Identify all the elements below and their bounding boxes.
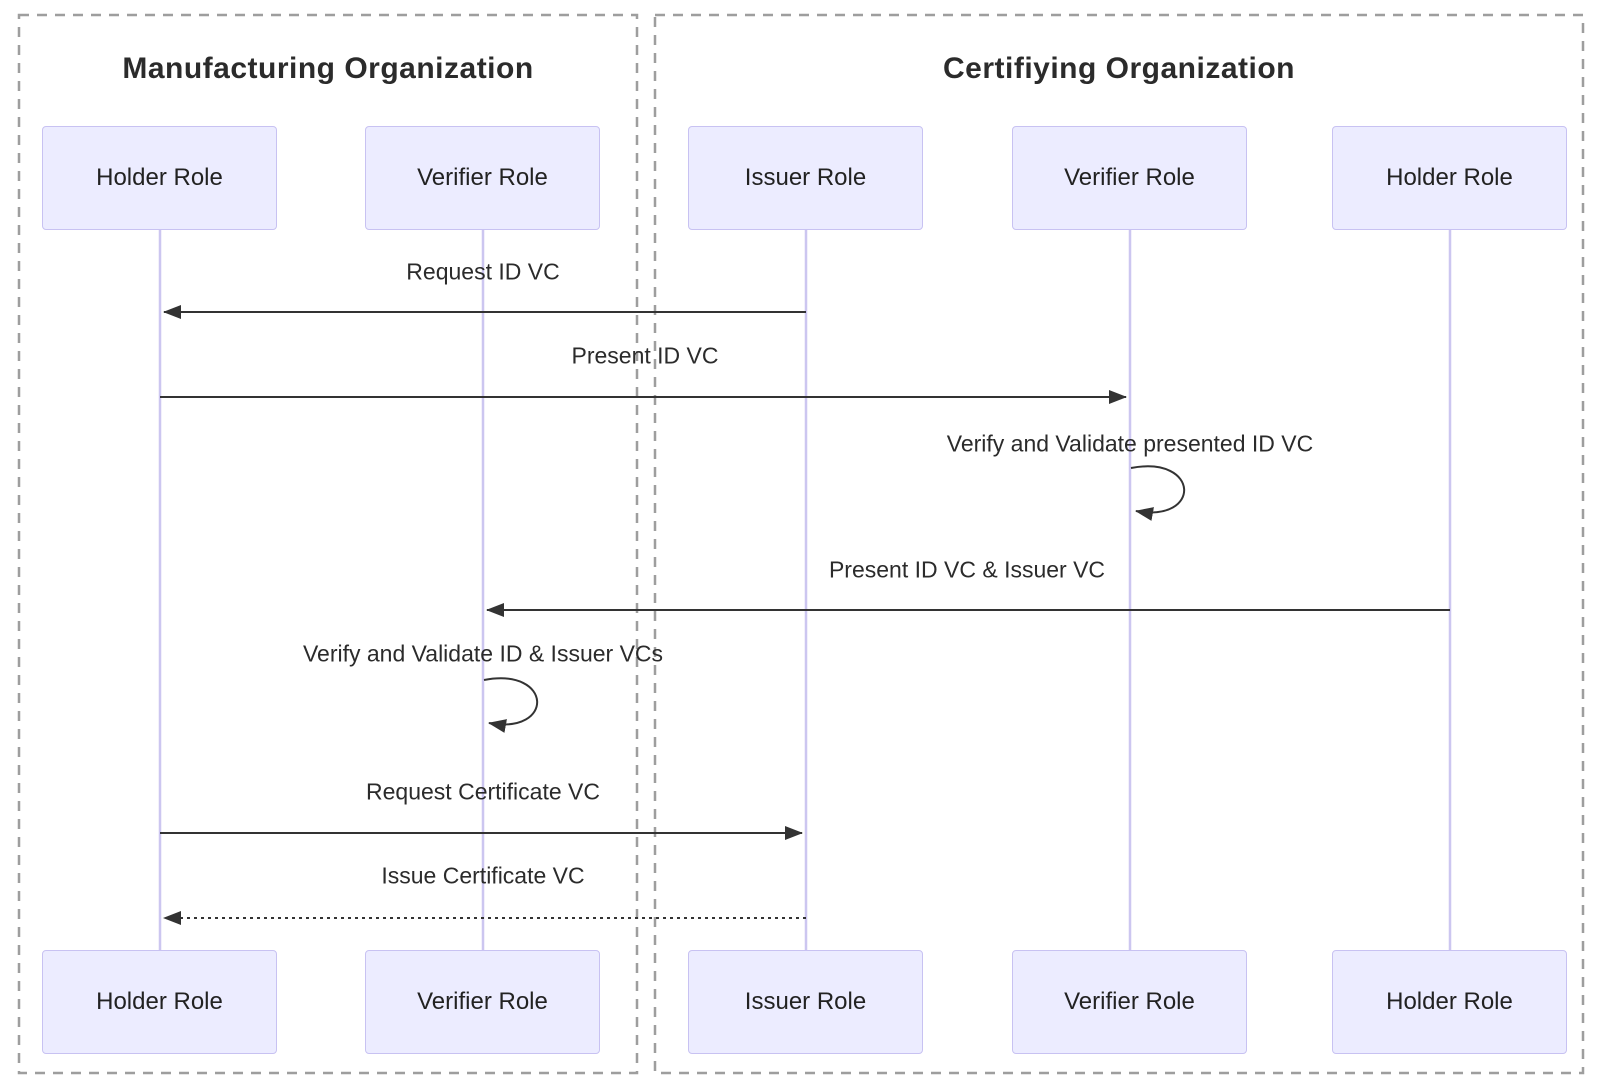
actor-top-verifier-mfg: Verifier Role <box>365 126 600 230</box>
org-title-certifying: Certifiying Organization <box>942 52 1296 85</box>
actor-bottom-holder-mfg: Holder Role <box>42 950 277 1054</box>
actor-bottom-verifier-mfg: Verifier Role <box>365 950 600 1054</box>
org-rect-manufacturing <box>17 13 639 1075</box>
message-label-request-id-vc: Request ID VC <box>406 258 560 285</box>
message-label-request-certificate: Request Certificate VC <box>366 778 600 805</box>
message-label-issue-certificate: Issue Certificate VC <box>381 862 585 889</box>
actor-top-holder-mfg: Holder Role <box>42 126 277 230</box>
self-loop-verify-id-issuer-vcs <box>483 677 539 733</box>
actor-bottom-verifier-cert: Verifier Role <box>1012 950 1247 1054</box>
self-loop-verify-presented-id-vc <box>1130 465 1186 521</box>
org-rect-certifying <box>653 13 1585 1075</box>
actor-bottom-holder-cert: Holder Role <box>1332 950 1567 1054</box>
org-title-manufacturing: Manufacturing Organization <box>122 52 534 85</box>
message-label-verify-id-issuer-vcs: Verify and Validate ID & Issuer VCs <box>302 640 664 667</box>
actor-top-issuer-cert: Issuer Role <box>688 126 923 230</box>
actor-top-holder-cert: Holder Role <box>1332 126 1567 230</box>
actor-bottom-issuer-cert: Issuer Role <box>688 950 923 1054</box>
message-label-present-id-vc: Present ID VC <box>571 342 719 369</box>
message-label-present-id-issuer-vc: Present ID VC & Issuer VC <box>828 556 1106 583</box>
actor-top-verifier-cert: Verifier Role <box>1012 126 1247 230</box>
message-label-verify-presented: Verify and Validate presented ID VC <box>946 430 1314 457</box>
